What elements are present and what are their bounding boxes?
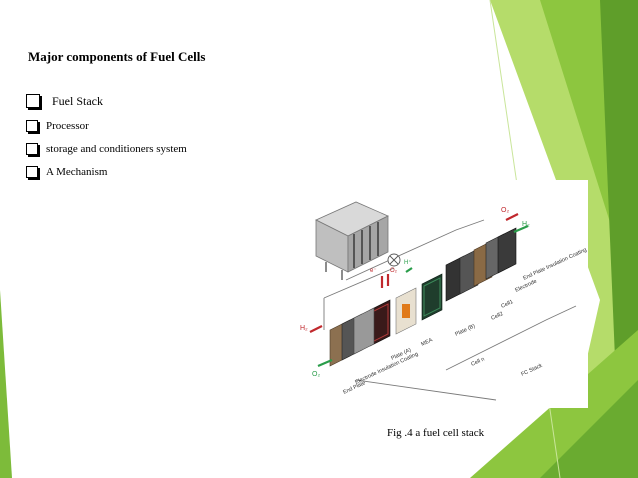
label-plate-b: Plate (B): [454, 323, 476, 338]
fuel-cell-stack-figure: O₂ H₂ End Plate Insulation Coating Elect…: [296, 180, 588, 408]
label-h2-top: H₂: [522, 221, 530, 228]
label-o2-mid: O₂: [390, 268, 398, 274]
label-cell1: Cell1: [500, 299, 514, 310]
circuit-wires: [323, 219, 577, 401]
label-h2-bottom: H₂: [300, 325, 308, 332]
flow-arrows: [309, 213, 529, 368]
exploded-cell-plates: [445, 227, 517, 302]
bullet-text: storage and conditioners system: [46, 142, 187, 155]
figure-caption: Fig .4 a fuel cell stack: [387, 427, 485, 439]
bullet-text: Fuel Stack: [52, 93, 103, 108]
label-cell-n: Cell n: [470, 356, 485, 367]
label-h-plus: H⁺: [404, 259, 412, 266]
bottom-cell-plates: [329, 307, 375, 367]
bullet-item-fuel-stack: Fuel Stack: [26, 88, 187, 114]
bullet-text: A Mechanism: [46, 165, 108, 178]
checkbox-bullet-icon: [26, 142, 38, 155]
label-mea: MEA: [420, 337, 434, 348]
bullet-item-mechanism: A Mechanism: [26, 160, 187, 183]
bullet-text: Processor: [46, 119, 89, 132]
bullet-list: Fuel Stack Processor storage and conditi…: [26, 88, 187, 183]
assembled-stack-icon: [315, 201, 389, 280]
bullet-item-storage: storage and conditioners system: [26, 137, 187, 160]
checkbox-bullet-icon: [26, 94, 40, 108]
bottom-green-triangle-dark: [540, 380, 638, 478]
label-o2-bottom: O₂: [312, 371, 320, 378]
label-fc-stack: FC Stack: [520, 363, 543, 378]
checkbox-bullet-icon: [26, 119, 38, 132]
checkbox-bullet-icon: [26, 165, 38, 178]
slide-title: Major components of Fuel Cells: [28, 49, 206, 64]
fuel-cell-diagram: O₂ H₂ End Plate Insulation Coating Elect…: [300, 201, 588, 401]
label-e-minus: e⁻: [370, 268, 377, 274]
label-cell2: Cell2: [490, 311, 504, 322]
middle-cell-plates: [369, 273, 443, 347]
left-green-shard: [0, 290, 12, 478]
label-o2-top: O₂: [501, 207, 509, 214]
bullet-item-processor: Processor: [26, 114, 187, 137]
label-end-plate-coating-top: End Plate Insulation Coating: [522, 247, 587, 282]
load-symbol-icon: [387, 253, 401, 267]
